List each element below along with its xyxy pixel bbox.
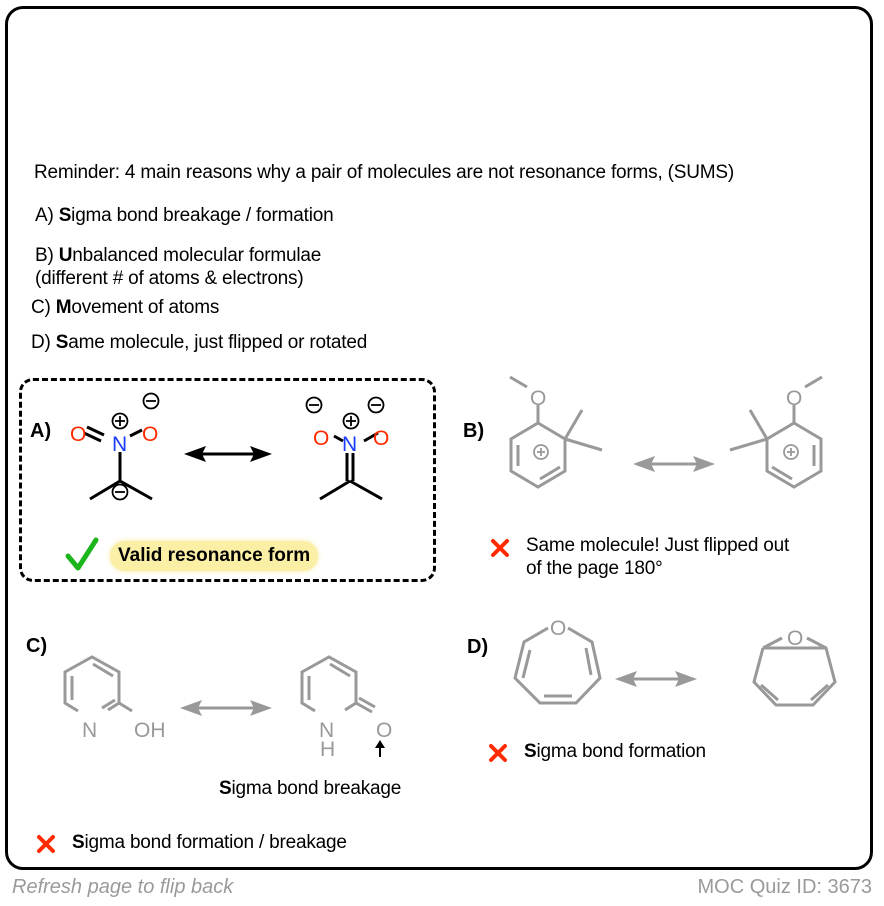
- nitrogen-atom: N: [82, 719, 97, 742]
- panel-a-label: A): [30, 420, 52, 442]
- item-letter: S: [55, 332, 69, 353]
- oxygen-atom: O: [70, 423, 86, 446]
- item-prefix: D): [31, 332, 56, 353]
- nitronate-right: [305, 396, 385, 501]
- panel-a-frame: [19, 378, 436, 582]
- oxygen-atom: O: [142, 423, 158, 446]
- resonance-arrow: [633, 456, 715, 472]
- resonance-arrow: [180, 700, 272, 716]
- item-prefix: B): [35, 245, 59, 266]
- item-letter: S: [58, 205, 72, 226]
- item-text: nbalanced molecular formulae: [72, 245, 322, 266]
- oxepin: [513, 626, 602, 705]
- reminder-title: Reminder: 4 main reasons why a pair of m…: [34, 162, 734, 183]
- oxygen-atom: O: [530, 387, 546, 410]
- item-prefix: A): [35, 205, 59, 226]
- annotation-text: igma bond breakage: [231, 778, 402, 799]
- check-icon: [65, 537, 99, 571]
- oxygen-atom: O: [373, 427, 389, 450]
- reminder-item-d: D) Same molecule, just flipped or rotate…: [31, 332, 367, 354]
- hydroxyl-group: OH: [134, 719, 166, 742]
- reminder-item-b-line2: (different # of atoms & electrons): [35, 268, 304, 289]
- verdict-text: igma bond formation / breakage: [84, 832, 347, 853]
- verdict-letter: S: [72, 832, 85, 853]
- nitrogen-atom: N: [342, 433, 357, 456]
- item-text: igma bond breakage / formation: [71, 205, 334, 226]
- quiz-id: MOC Quiz ID: 3673: [697, 876, 872, 898]
- panel-b-structures: O O: [509, 375, 823, 489]
- nitrogen-atom: N: [112, 433, 127, 456]
- cation-right: [729, 375, 823, 489]
- resonance-arrow: [184, 446, 272, 462]
- oxygen-atom: O: [376, 719, 392, 742]
- reminder-item-b: B) Unbalanced molecular formulae: [35, 245, 321, 267]
- oxygen-atom: O: [787, 627, 803, 650]
- valid-badge: Valid resonance form: [110, 541, 319, 571]
- hydroxypyridine: [63, 655, 133, 713]
- panel-b-label: B): [463, 420, 485, 442]
- resonance-arrow: [615, 671, 697, 687]
- panel-b-verdict-line1: Same molecule! Just flipped out: [526, 535, 790, 556]
- panel-a-structures: O N O O N O: [70, 392, 389, 501]
- panel-d-verdict: Sigma bond formation: [524, 741, 706, 763]
- panel-c-annotation: Sigma bond breakage: [219, 778, 401, 800]
- item-letter: M: [55, 297, 72, 318]
- oxygen-atom: O: [313, 427, 329, 450]
- panel-b-verdict-line2: of the page 180°: [526, 558, 663, 579]
- panel-d-label: D): [467, 636, 489, 658]
- item-letter: U: [58, 245, 73, 266]
- benzene-oxide: [752, 636, 837, 707]
- reminder-item-c: C) Movement of atoms: [31, 297, 219, 319]
- item-text: ame molecule, just flipped or rotated: [68, 332, 368, 353]
- nitronate-left: [83, 392, 160, 501]
- hydrogen-atom: H: [320, 738, 335, 761]
- cross-icon: [489, 744, 507, 762]
- verdict-text: igma bond formation: [536, 741, 706, 762]
- pyridone: [300, 655, 376, 714]
- cross-icon: [37, 835, 55, 853]
- panel-d-structures: O O: [513, 617, 837, 707]
- annotation-letter: S: [219, 778, 232, 799]
- reminder-item-a: A) Sigma bond breakage / formation: [35, 205, 334, 227]
- panel-c-label: C): [26, 635, 48, 657]
- cation-left: [509, 375, 603, 489]
- item-text: ovement of atoms: [71, 297, 220, 318]
- item-prefix: C): [31, 297, 56, 318]
- oxygen-atom: O: [786, 387, 802, 410]
- quiz-card: [5, 6, 873, 870]
- panel-c-verdict: Sigma bond formation / breakage: [72, 832, 347, 854]
- cross-icon: [491, 539, 509, 557]
- nitrogen-atom: N: [319, 719, 334, 742]
- oxygen-atom: O: [550, 617, 566, 640]
- refresh-hint: Refresh page to flip back: [12, 876, 234, 898]
- panel-c-structures: N OH N H O: [63, 655, 392, 761]
- verdict-letter: S: [524, 741, 537, 762]
- arrow-up-icon: [375, 740, 385, 757]
